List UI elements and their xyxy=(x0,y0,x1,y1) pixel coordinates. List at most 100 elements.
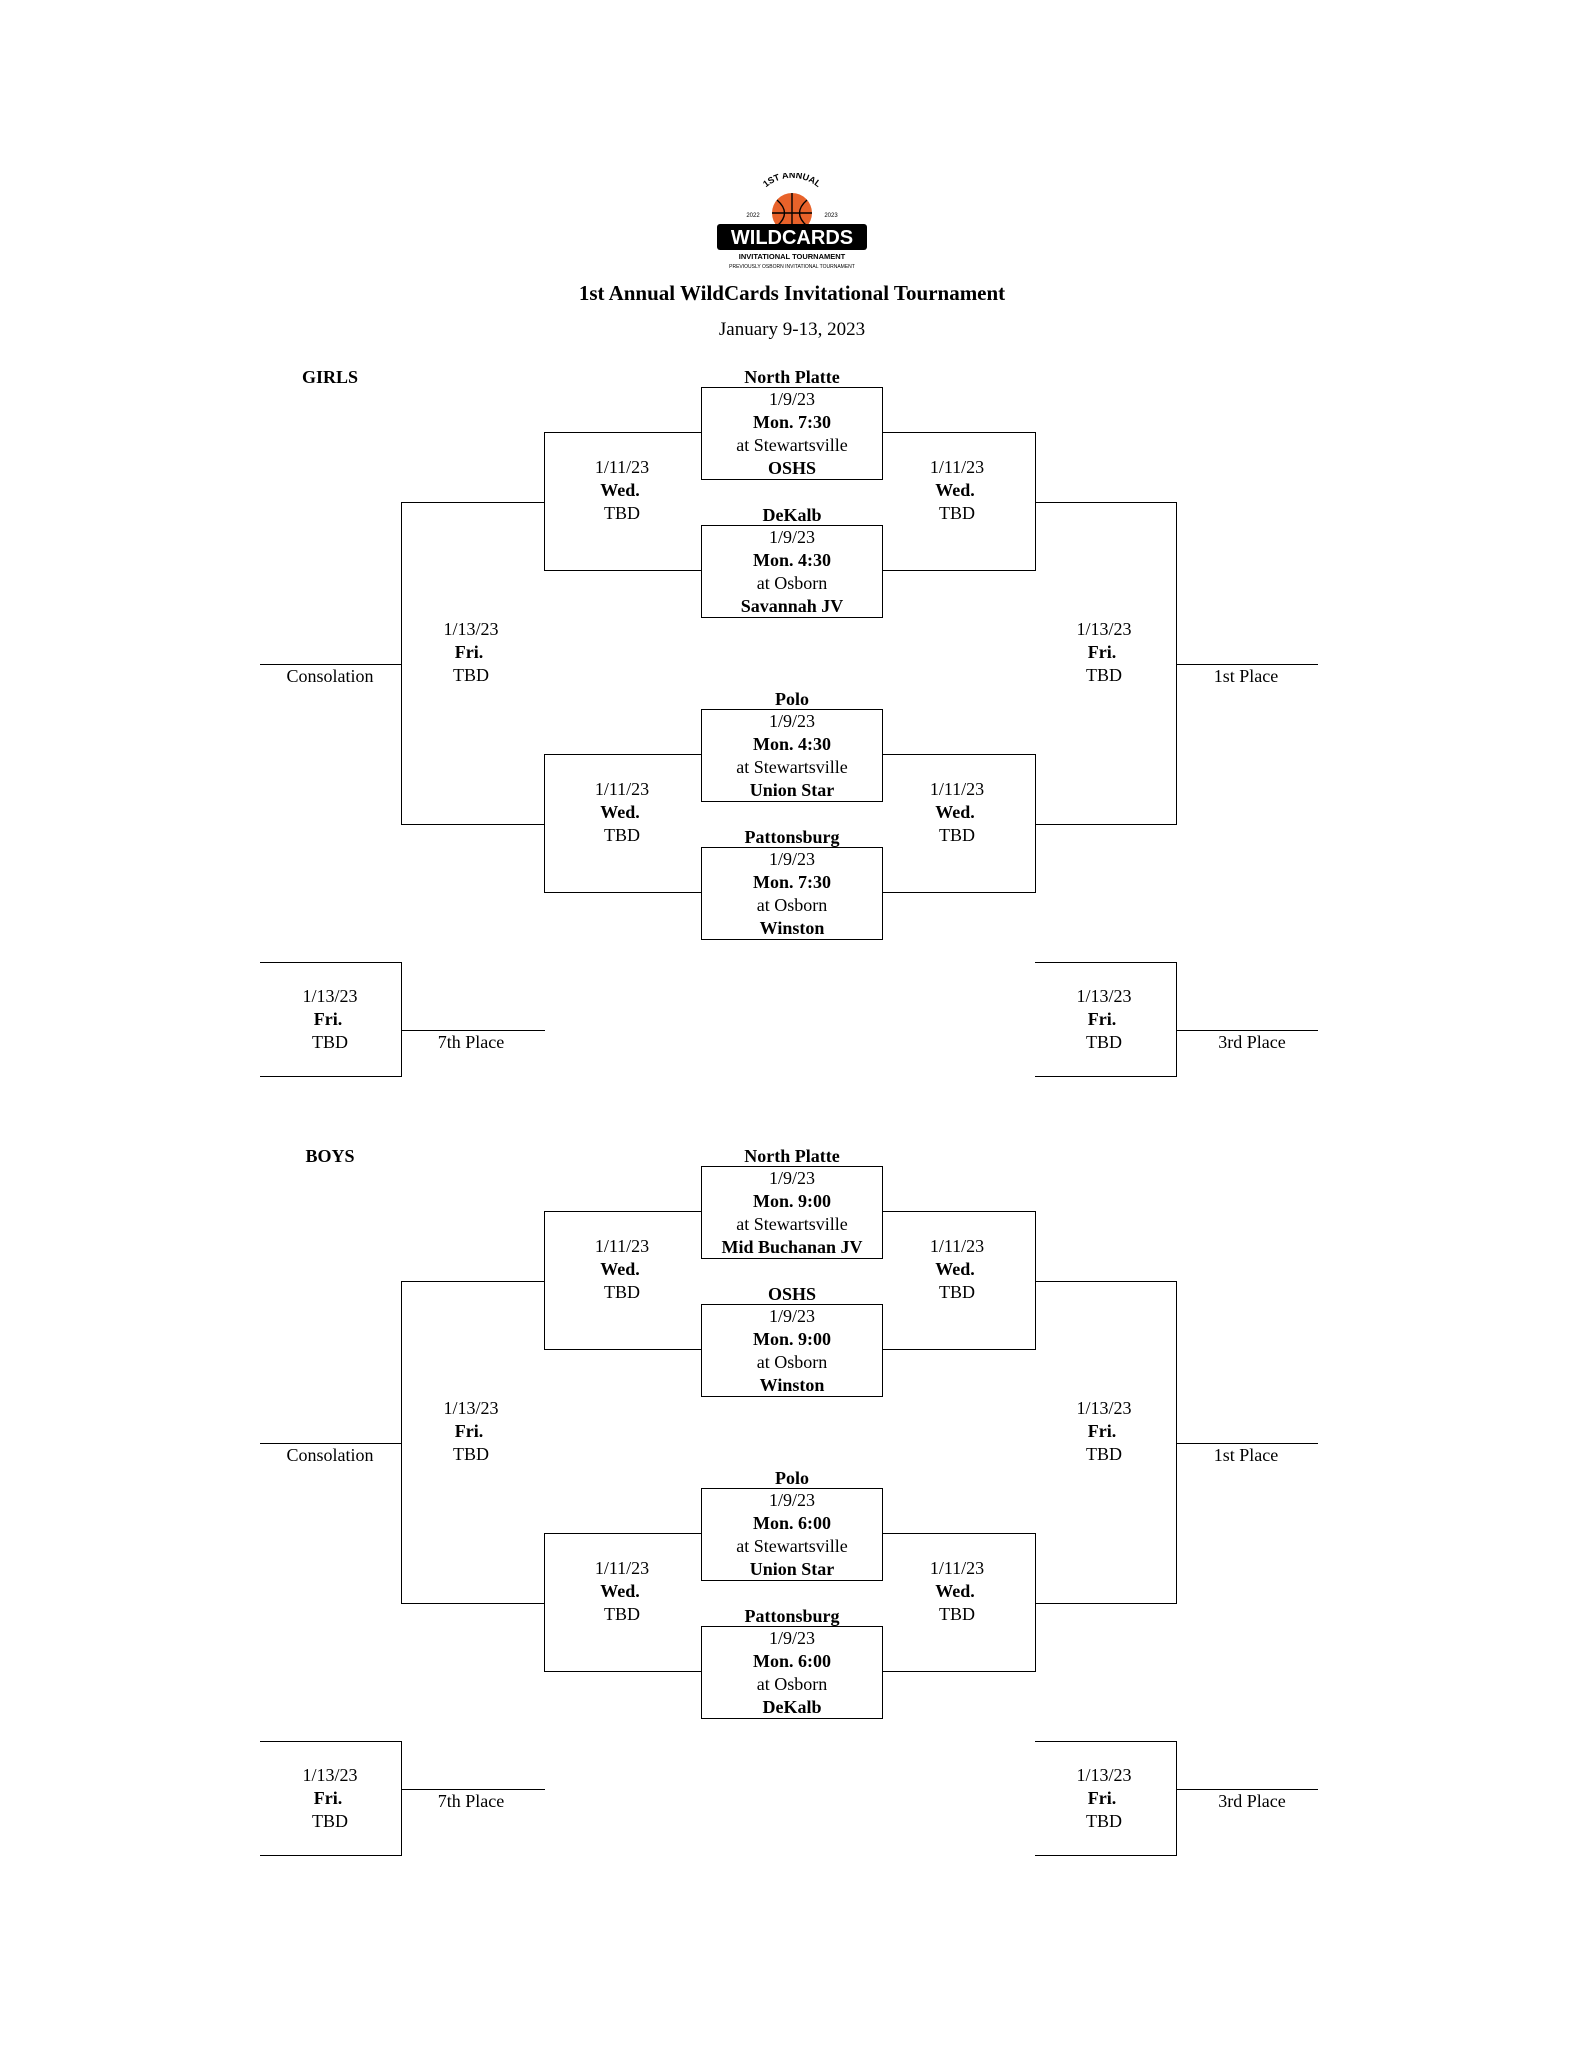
fri-tbd: TBD xyxy=(1086,665,1122,685)
bracket-boys: BOYS North Platte 1/9/23 Mon. 9:00 at St… xyxy=(0,779,1583,1856)
page-title: 1st Annual WildCards Invitational Tourna… xyxy=(578,281,1006,305)
wildcards-logo: 1ST ANNUAL 2022 2023 WILDCARDS INVITATIO… xyxy=(717,173,867,270)
fri-day: Fri. xyxy=(1087,642,1117,662)
wed-day: Wed. xyxy=(935,802,975,822)
game-time: Mon. 6:00 xyxy=(753,1513,831,1533)
bracket-girls: GIRLS North Platte 1/9/23 Mon. 7:30 at S… xyxy=(0,0,1583,1077)
third-place-label: 3rd Place xyxy=(1218,1032,1286,1052)
logo-year-right: 2023 xyxy=(824,213,838,219)
game-time: Mon. 4:30 xyxy=(753,550,831,570)
seventh-place-label: 7th Place xyxy=(437,1032,505,1052)
game-date: 1/9/23 xyxy=(768,527,815,547)
team-name: Union Star xyxy=(749,1559,835,1579)
first-place-label: 1st Place xyxy=(1213,666,1279,686)
team-name: Mid Buchanan JV xyxy=(721,1237,863,1257)
game-date: 1/9/23 xyxy=(768,1490,815,1510)
wed-tbd: TBD xyxy=(604,1604,640,1624)
fri-day: Fri. xyxy=(1087,1009,1117,1029)
game-site: at Osborn xyxy=(756,573,828,593)
wed-day: Wed. xyxy=(600,1259,640,1279)
fri-day: Fri. xyxy=(454,1421,484,1441)
third-place-label: 3rd Place xyxy=(1218,1791,1286,1811)
game-box: 1/9/23 Mon. 6:00 at Stewartsville Union … xyxy=(701,1488,883,1581)
game-time: Mon. 9:00 xyxy=(753,1191,831,1211)
fri-day: Fri. xyxy=(454,642,484,662)
game-site: at Stewartsville xyxy=(736,757,848,777)
team-name: Pattonsburg xyxy=(744,827,840,847)
fri-tbd: TBD xyxy=(453,1444,489,1464)
team-name: Winston xyxy=(759,1375,825,1395)
logo-sub: INVITATIONAL TOURNAMENT xyxy=(739,252,846,261)
game-date: 1/9/23 xyxy=(768,1306,815,1326)
bracket-label: GIRLS xyxy=(301,367,359,387)
fri-day: Fri. xyxy=(313,1788,343,1808)
team-name: Pattonsburg xyxy=(744,1606,840,1626)
wed-tbd: TBD xyxy=(939,1282,975,1302)
game-box: 1/9/23 Mon. 4:30 at Stewartsville Union … xyxy=(701,709,883,802)
wed-day: Wed. xyxy=(600,1581,640,1601)
wed-day: Wed. xyxy=(935,1581,975,1601)
consolation-label: Consolation xyxy=(286,666,374,686)
team-name: Polo xyxy=(775,689,809,709)
game-date: 1/9/23 xyxy=(768,1628,815,1648)
page-dates: January 9-13, 2023 xyxy=(718,319,866,340)
fri-date: 1/13/23 xyxy=(302,986,358,1006)
team-name: Winston xyxy=(759,918,825,938)
team-name: North Platte xyxy=(744,367,840,387)
game-date: 1/9/23 xyxy=(768,849,815,869)
game-time: Mon. 4:30 xyxy=(753,734,831,754)
fri-day: Fri. xyxy=(1087,1421,1117,1441)
logo-year-left: 2022 xyxy=(746,213,760,219)
fri-tbd: TBD xyxy=(312,1032,348,1052)
fri-tbd: TBD xyxy=(453,665,489,685)
fri-date: 1/13/23 xyxy=(1076,619,1132,639)
bracket-label: BOYS xyxy=(305,1146,355,1166)
team-name: OSHS xyxy=(767,458,817,478)
wed-day: Wed. xyxy=(935,1259,975,1279)
wed-date: 1/11/23 xyxy=(929,779,985,799)
game-site: at Stewartsville xyxy=(736,1536,848,1556)
game-date: 1/9/23 xyxy=(768,711,815,731)
game-date: 1/9/23 xyxy=(768,389,815,409)
game-site: at Osborn xyxy=(756,1352,828,1372)
fri-day: Fri. xyxy=(1087,1788,1117,1808)
game-time: Mon. 6:00 xyxy=(753,1651,831,1671)
fri-date: 1/13/23 xyxy=(1076,1765,1132,1785)
game-date: 1/9/23 xyxy=(768,1168,815,1188)
fri-date: 1/13/23 xyxy=(443,619,499,639)
fri-date: 1/13/23 xyxy=(1076,986,1132,1006)
game-box: 1/9/23 Mon. 6:00 at Osborn DeKalb xyxy=(701,1626,883,1719)
wed-day: Wed. xyxy=(600,480,640,500)
fri-tbd: TBD xyxy=(1086,1032,1122,1052)
fri-day: Fri. xyxy=(313,1009,343,1029)
wed-tbd: TBD xyxy=(604,825,640,845)
team-name: North Platte xyxy=(744,1146,840,1166)
game-time: Mon. 7:30 xyxy=(753,872,831,892)
game-time: Mon. 9:00 xyxy=(753,1329,831,1349)
game-box: 1/9/23 Mon. 9:00 at Osborn Winston xyxy=(701,1304,883,1397)
fri-date: 1/13/23 xyxy=(443,1398,499,1418)
wed-day: Wed. xyxy=(600,802,640,822)
wed-tbd: TBD xyxy=(604,503,640,523)
fri-tbd: TBD xyxy=(312,1811,348,1831)
wed-date: 1/11/23 xyxy=(929,1558,985,1578)
game-site: at Osborn xyxy=(756,895,828,915)
wed-day: Wed. xyxy=(935,480,975,500)
fri-tbd: TBD xyxy=(1086,1444,1122,1464)
wed-tbd: TBD xyxy=(604,1282,640,1302)
wed-date: 1/11/23 xyxy=(594,1558,650,1578)
game-box: 1/9/23 Mon. 7:30 at Osborn Winston xyxy=(701,847,883,940)
team-name: DeKalb xyxy=(762,1697,822,1717)
game-box: 1/9/23 Mon. 9:00 at Stewartsville Mid Bu… xyxy=(701,1166,883,1259)
team-name: DeKalb xyxy=(762,505,822,525)
first-place-label: 1st Place xyxy=(1213,1445,1279,1465)
team-name: Polo xyxy=(775,1468,809,1488)
wed-date: 1/11/23 xyxy=(929,457,985,477)
fri-tbd: TBD xyxy=(1086,1811,1122,1831)
game-time: Mon. 7:30 xyxy=(753,412,831,432)
fri-date: 1/13/23 xyxy=(1076,1398,1132,1418)
game-box: 1/9/23 Mon. 7:30 at Stewartsville OSHS xyxy=(701,387,883,480)
team-name: Union Star xyxy=(749,780,835,800)
logo-name: WILDCARDS xyxy=(731,227,853,249)
wed-date: 1/11/23 xyxy=(594,457,650,477)
